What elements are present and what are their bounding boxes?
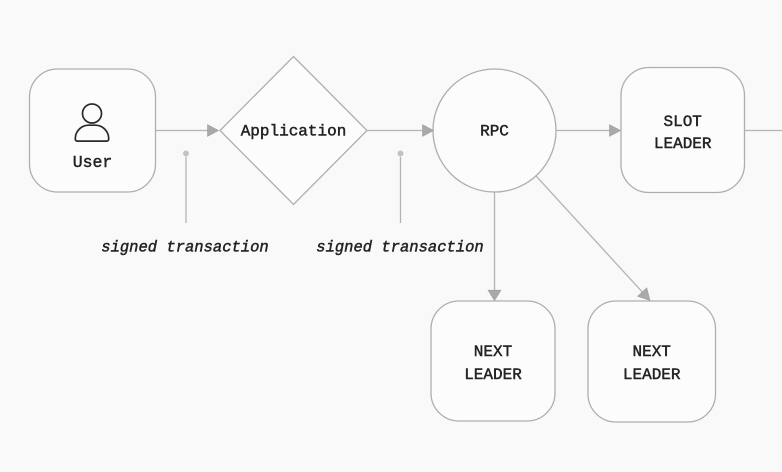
svg-text:LEADER: LEADER [623,366,681,384]
svg-text:User: User [73,153,113,172]
svg-text:Application: Application [241,123,347,141]
svg-text:NEXT: NEXT [474,343,512,361]
svg-text:NEXT: NEXT [632,343,670,361]
svg-text:LEADER: LEADER [464,366,522,384]
svg-text:signed transaction: signed transaction [316,239,483,257]
svg-text:LEADER: LEADER [654,135,712,153]
svg-text:SLOT: SLOT [663,113,701,131]
svg-text:RPC: RPC [480,123,509,141]
svg-text:signed transaction: signed transaction [101,239,268,257]
